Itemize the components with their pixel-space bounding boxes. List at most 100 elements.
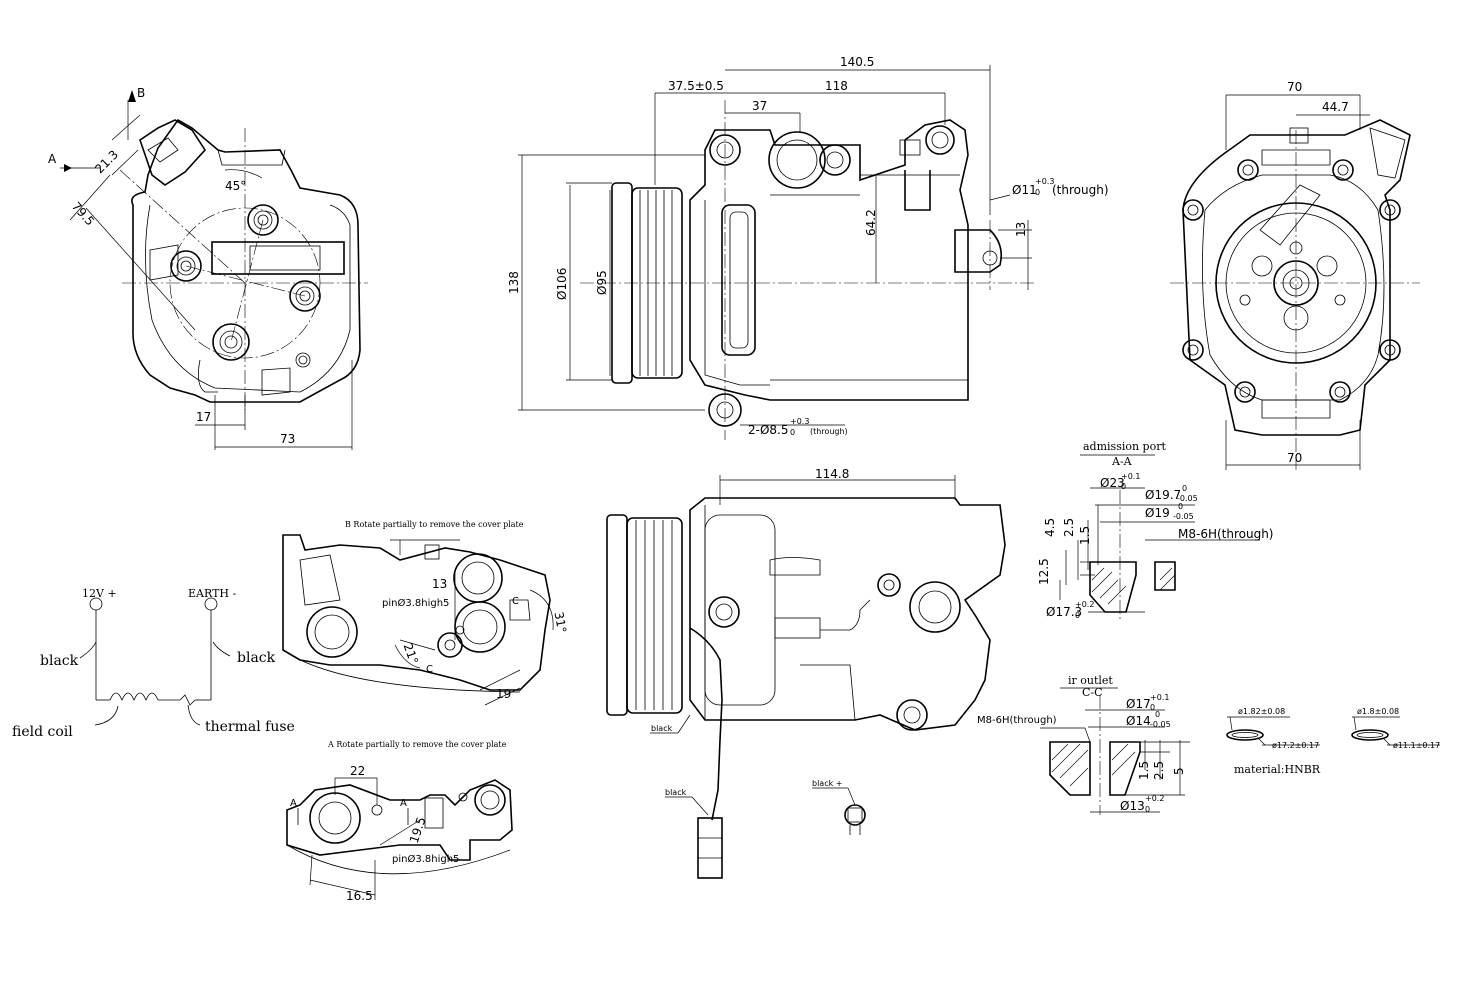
admission-d19-7: Ø19.7 0 -0.05	[1145, 484, 1198, 503]
view-label-a: A	[48, 152, 57, 166]
label-thermal-fuse: thermal fuse	[205, 719, 295, 735]
through-hole-tol-lower: 0	[1035, 188, 1040, 197]
label-field-coil: field coil	[12, 724, 73, 740]
dim-45-deg: 45°	[225, 179, 246, 193]
dim-37: 37	[752, 99, 767, 113]
oring1-cross-section: ø1.82±0.08	[1238, 707, 1285, 716]
mount-holes-base: 2-Ø8.5	[748, 423, 789, 437]
mount-holes-tol-lower: 0	[790, 428, 795, 437]
outlet-thread: M8-6H(through)	[977, 715, 1057, 726]
admission-h1-5: 1.5	[1078, 526, 1092, 545]
dim-95: Ø95	[595, 270, 609, 295]
admission-d19-7-base: Ø19.7	[1145, 488, 1181, 502]
dim-37-5: 37.5±0.5	[668, 79, 724, 93]
detail-b-dim-31: 31°	[552, 611, 569, 634]
rear-view: 70 44.7 70	[1170, 80, 1420, 470]
wire-label-left: black	[40, 653, 79, 669]
admission-d19-tol-lower: -0.05	[1173, 512, 1194, 521]
admission-d19: Ø19 0 -0.05	[1145, 502, 1194, 521]
wire-label-black-1: black	[651, 724, 673, 733]
outlet-d13-tol-upper: +0.2	[1145, 794, 1164, 803]
admission-d19-7-tol-lower: -0.05	[1177, 494, 1198, 503]
detail-a-label-a2: A	[400, 798, 407, 809]
admission-h4-5: 4.5	[1043, 518, 1057, 537]
mount-holes-tol-upper: +0.3	[790, 417, 809, 426]
admission-port-section: admission port A-A Ø23 +0.1 0 Ø19.7 0 -0…	[1037, 440, 1274, 620]
admission-d23: Ø23 +0.1 0	[1100, 472, 1140, 491]
mount-holes-callout: 2-Ø8.5 +0.3 0 (through)	[748, 417, 848, 437]
admission-d23-tol-upper: +0.1	[1121, 472, 1140, 481]
wiring-diagram: 12V + EARTH - black black field coil the…	[12, 587, 295, 740]
o-rings: ø1.82±0.08 ø17.2±0.17 ø1.8±0.08 ø11.1±0.…	[1226, 707, 1440, 776]
admission-d23-base: Ø23	[1100, 476, 1125, 490]
admission-title: admission port	[1083, 440, 1166, 453]
admission-thread: M8-6H(through)	[1178, 527, 1274, 541]
mount-holes-text: (through)	[810, 427, 848, 436]
admission-d23-tol-lower: 0	[1121, 482, 1126, 491]
dim-118: 118	[825, 79, 848, 93]
outlet-h2-5: 2.5	[1152, 761, 1166, 780]
detail-b: B Rotate partially to remove the cover p…	[282, 520, 569, 706]
detail-a-dim-19-5: 19.5	[407, 815, 429, 845]
dim-79-5: 79.5	[69, 199, 97, 228]
dim-138: 138	[507, 271, 521, 294]
outlet-section-label: C-C	[1082, 686, 1103, 699]
dim-17: 17	[196, 410, 211, 424]
outlet-d17: Ø17 +0.1 0	[1126, 693, 1169, 712]
through-hole-text: (through)	[1052, 183, 1109, 197]
side-view: 140.5 37.5±0.5 118 37 64.2 138 Ø106 Ø95 …	[507, 55, 1109, 440]
through-hole-base: Ø11	[1012, 183, 1037, 197]
admission-d17-3-tol-lower: 0	[1075, 611, 1080, 620]
detail-b-dim-19: 19	[496, 687, 511, 701]
dim-73: 73	[280, 432, 295, 446]
admission-d17-3-base: Ø17.3	[1046, 605, 1082, 619]
detail-a: A Rotate partially to remove the cover p…	[286, 740, 513, 903]
admission-h12-5: 12.5	[1037, 558, 1051, 585]
admission-section-label: A-A	[1111, 455, 1133, 468]
dim-70-top: 70	[1287, 80, 1302, 94]
detail-a-note: A Rotate partially to remove the cover p…	[327, 740, 507, 749]
detail-b-note: B Rotate partially to remove the cover p…	[345, 520, 524, 529]
wire-label-black-plus: black +	[812, 779, 842, 788]
outlet-d14-base: Ø14	[1126, 714, 1151, 728]
oring1-inner-diameter: ø17.2±0.17	[1272, 741, 1319, 750]
oring-material: material:HNBR	[1234, 763, 1321, 776]
detail-b-pin: pinØ3.8high5	[382, 597, 449, 609]
admission-d19-7-tol-upper: 0	[1182, 484, 1187, 493]
admission-d17-3: Ø17.3 +0.2 0	[1046, 600, 1094, 620]
outlet-d14-tol-lower: -0.05	[1150, 720, 1171, 729]
admission-d19-tol-upper: 0	[1178, 502, 1183, 511]
dim-114-8: 114.8	[815, 467, 849, 481]
dim-13: 13	[1014, 222, 1028, 237]
outlet-d13: Ø13 +0.2 0	[1120, 794, 1164, 814]
dim-64-2: 64.2	[864, 209, 878, 236]
outlet-d13-base: Ø13	[1120, 799, 1145, 813]
oring2-cross-section: ø1.8±0.08	[1357, 707, 1399, 716]
detail-b-label-c1: C	[512, 596, 519, 607]
dim-70-bottom: 70	[1287, 451, 1302, 465]
detail-a-dim-16-5: 16.5	[346, 889, 373, 903]
outlet-d14-tol-upper: 0	[1155, 710, 1160, 719]
outlet-h1-5: 1.5	[1137, 761, 1151, 780]
admission-d17-3-tol-upper: +0.2	[1075, 600, 1094, 609]
wire-label-black-2: black	[665, 788, 687, 797]
outlet-title: ir outlet	[1068, 674, 1113, 687]
outlet-section: ir outlet C-C Ø17 +0.1 0 Ø14 0 -0.05 M8-…	[977, 674, 1190, 815]
outlet-d17-tol-lower: 0	[1150, 703, 1155, 712]
outlet-d17-base: Ø17	[1126, 697, 1151, 711]
dim-44-7: 44.7	[1322, 100, 1349, 114]
front-view: B A 21.3 79.5 45° 17 73	[48, 86, 368, 450]
detail-b-dim-21: 21°	[401, 641, 421, 666]
top-view: 114.8 black black black +	[606, 467, 1006, 879]
detail-a-label-a1: A	[290, 798, 297, 809]
detail-a-dim-22: 22	[350, 764, 365, 778]
detail-b-dim-13: 13	[432, 577, 447, 591]
detail-a-pin: pinØ3.8high5	[392, 853, 459, 865]
label-12v: 12V +	[82, 587, 117, 600]
label-earth: EARTH -	[188, 587, 236, 600]
outlet-d14: Ø14 0 -0.05	[1126, 710, 1171, 729]
admission-d19-base: Ø19	[1145, 506, 1170, 520]
outlet-d17-tol-upper: +0.1	[1150, 693, 1169, 702]
view-label-b: B	[137, 86, 145, 100]
